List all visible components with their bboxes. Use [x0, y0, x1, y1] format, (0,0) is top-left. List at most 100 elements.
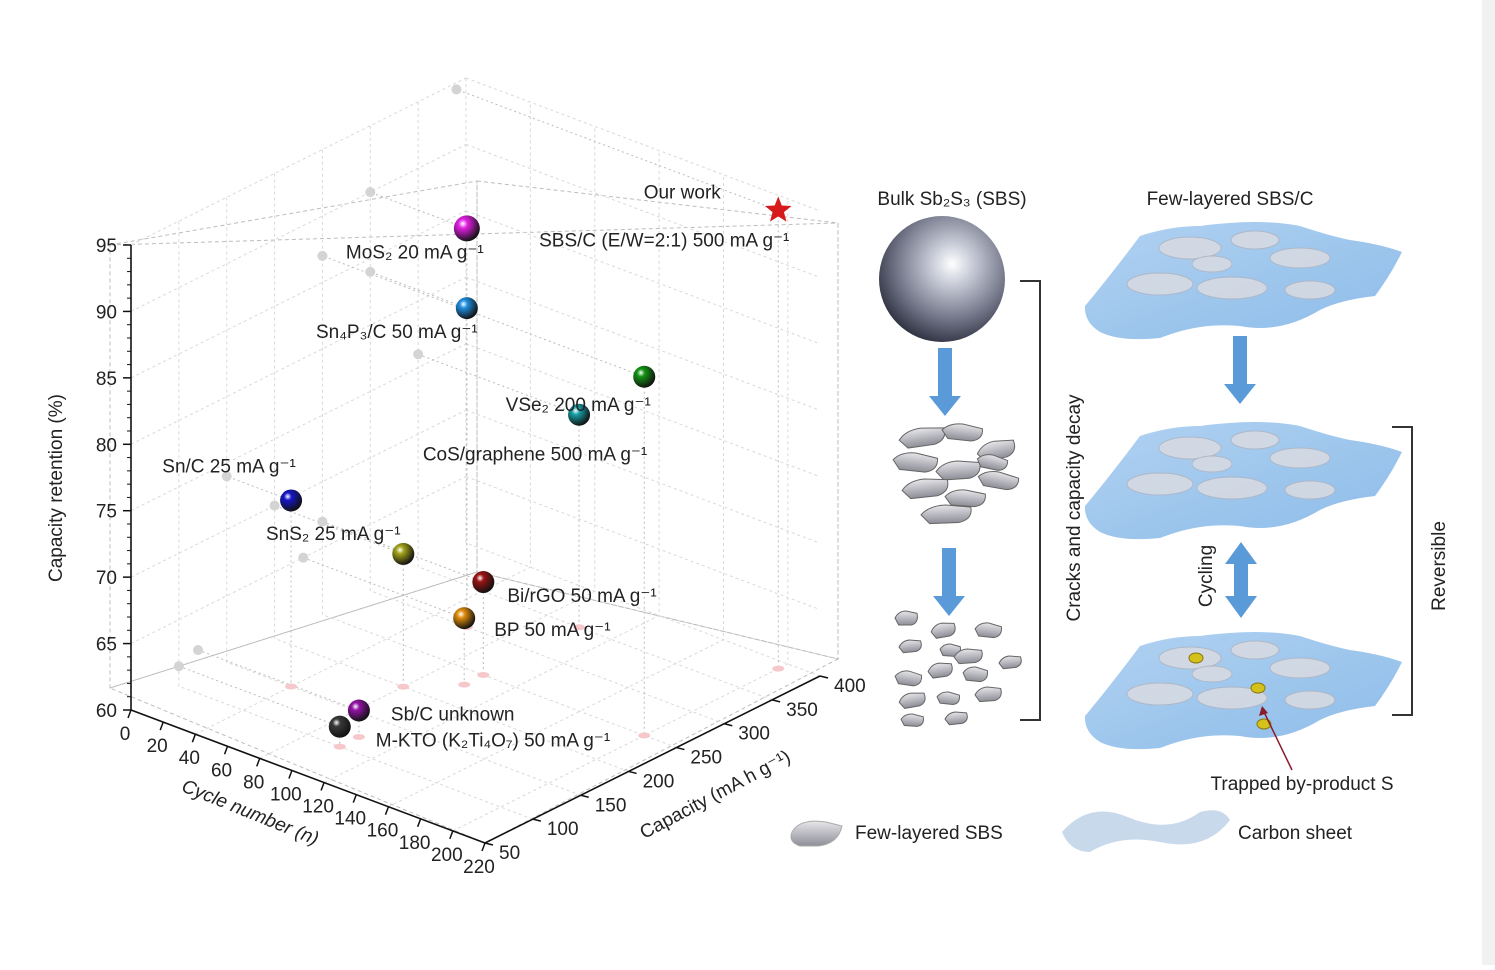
x-tick-mark [320, 782, 325, 791]
pulverized-flakes-icon [894, 610, 1022, 727]
trapped-label: Trapped by-product S [1210, 774, 1393, 795]
grid-line [130, 343, 467, 512]
reversible-bracket [1392, 426, 1413, 716]
flake [941, 423, 983, 442]
x-tick-label: 220 [463, 857, 495, 878]
flake [944, 489, 986, 508]
flake [1191, 255, 1233, 273]
drop-line [322, 255, 645, 378]
grid-line [465, 78, 821, 677]
point-m-kto-k-ti-o- [328, 715, 351, 738]
z-axis-label: Capacity retention (%) [46, 394, 67, 582]
x-tick-label: 40 [179, 748, 200, 769]
drop-line [370, 191, 468, 229]
grid-line [130, 143, 467, 312]
schematic: Bulk Sb₂S₃ (SBS) Few-layered SBS/C Crack… [790, 189, 1450, 852]
y-tick-mark [724, 722, 733, 727]
grid-line [130, 210, 467, 379]
down-arrow-icon [1224, 336, 1256, 404]
point-bi-rgo [472, 571, 495, 594]
flake [894, 610, 918, 626]
point-label: Sn₄P₃/C 50 mA g⁻¹ [316, 322, 478, 343]
y-tick-mark [628, 770, 637, 775]
flake [892, 452, 939, 473]
z-tick-label: 75 [96, 502, 117, 523]
z-tick-label: 90 [96, 302, 117, 323]
flake [935, 460, 981, 481]
carbon-sheet [1084, 222, 1402, 340]
legend-few-layered-sbs: Few-layered SBS [855, 823, 1003, 844]
grid-line [417, 101, 773, 701]
flake [962, 666, 989, 683]
z-tick-label: 70 [96, 568, 117, 589]
x-tick-label: 120 [302, 797, 334, 818]
wall-projection [317, 516, 328, 527]
legend-carbon-sheet: Carbon sheet [1238, 823, 1353, 844]
z-tick-label: 80 [96, 435, 117, 456]
down-arrow-icon [933, 548, 965, 616]
grid-line [195, 102, 531, 735]
x-tick-label: 100 [270, 784, 302, 805]
flake [974, 622, 1003, 639]
flake [976, 454, 1009, 471]
point-vse- [633, 365, 656, 388]
flake [974, 686, 1002, 703]
double-arrow-icon [1225, 542, 1257, 618]
carbon-sheet-icon [1062, 810, 1230, 852]
flake [1269, 447, 1331, 469]
x-tick-mark [191, 733, 197, 743]
x-tick-mark [256, 758, 261, 767]
point-bp [453, 607, 476, 630]
wall-projection [365, 266, 376, 277]
flake [1196, 476, 1268, 500]
grid-line [130, 476, 467, 645]
scrollbar[interactable] [1482, 0, 1495, 965]
y-tick-label: 50 [499, 843, 520, 864]
sulfur-particle-icon [1188, 652, 1204, 664]
y-tick-mark [676, 746, 685, 751]
flake [1230, 640, 1280, 660]
flake [927, 662, 953, 679]
flake [953, 648, 983, 665]
x-tick-mark [481, 842, 486, 852]
drop-line [370, 271, 468, 309]
grid-line [178, 221, 534, 820]
carbon-sheet [1084, 422, 1402, 540]
cracks-label: Cracks and capacity decay [1064, 394, 1085, 622]
flake [894, 670, 923, 687]
point-label: MoS₂ 20 mA g⁻¹ [346, 242, 484, 263]
y-tick-label: 400 [834, 676, 866, 697]
flake [1126, 272, 1194, 296]
drop-lines [178, 88, 779, 747]
point-cos-graphene [568, 403, 591, 426]
flake [998, 655, 1022, 670]
y-tick-mark [484, 842, 494, 846]
flake [1158, 436, 1222, 460]
x-tick-label: 0 [120, 724, 131, 745]
flake [898, 639, 922, 654]
bulk-sphere-icon [879, 216, 1005, 342]
x-tick-mark [416, 818, 422, 828]
flake [1196, 276, 1268, 300]
legend: Few-layered SBS Carbon sheet [790, 810, 1353, 852]
x-tick-label: 180 [399, 833, 431, 854]
flake [1126, 472, 1194, 496]
point-label: SBS/C (E/W=2:1) 500 mA g⁻¹ [539, 230, 789, 251]
x-tick-mark [352, 794, 357, 803]
grid-line [465, 276, 821, 411]
z-tick-label: 85 [96, 369, 117, 390]
sulfur-particle-icon [1250, 682, 1266, 694]
flake [901, 478, 949, 500]
fewlayer-title: Few-layered SBS/C [1147, 189, 1314, 210]
point-label: Sn/C 25 mA g⁻¹ [162, 456, 296, 477]
x-tick-label: 200 [431, 845, 463, 866]
y-tick-label: 300 [738, 724, 770, 745]
trapped-pointer [1263, 711, 1293, 771]
flake [936, 691, 961, 706]
axes [130, 245, 821, 844]
x-tick-label: 160 [367, 821, 399, 842]
